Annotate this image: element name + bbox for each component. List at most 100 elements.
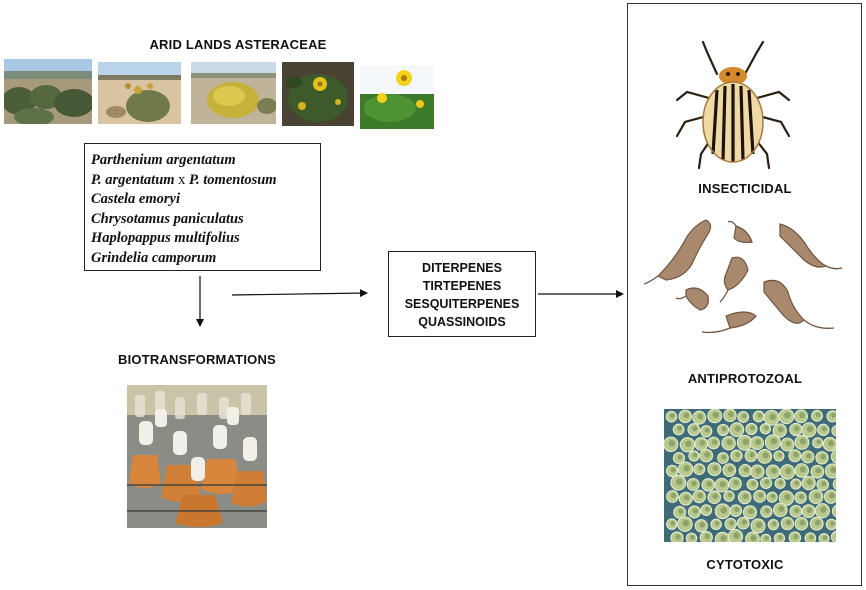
species-hybrid-parent-a: P. argentatum (91, 171, 179, 188)
cell-nucleus (822, 535, 828, 540)
cell-nucleus (784, 493, 791, 501)
cell-nucleus (785, 440, 792, 447)
cell-nucleus (785, 467, 792, 475)
biotransformation-flasks-photo (127, 385, 267, 528)
species-item: Chrysotamus paniculatus (91, 210, 244, 227)
cell-nucleus (668, 440, 676, 447)
cell-nucleus (777, 426, 784, 433)
cell-nucleus (806, 425, 814, 433)
cell-nucleus (670, 467, 676, 473)
cell-nucleus (741, 413, 747, 419)
cell-nucleus (692, 425, 698, 432)
cell-nucleus (793, 452, 799, 458)
cell-nucleus (778, 535, 783, 540)
cell-nucleus (770, 437, 778, 445)
cell-nucleus (675, 534, 681, 540)
compound-item: TIRTEPENES (422, 279, 502, 293)
cell-nucleus (675, 478, 683, 486)
cell-nucleus (764, 479, 770, 485)
cell-nucleus (769, 413, 776, 421)
cell-nucleus (726, 439, 733, 446)
cell-nucleus (770, 467, 778, 474)
cell (831, 425, 836, 437)
cell-nucleus (755, 521, 763, 529)
cell-nucleus (729, 520, 735, 526)
cell-nucleus (699, 522, 706, 528)
cell (830, 449, 836, 464)
cell-nucleus (778, 505, 785, 512)
cell-nucleus (670, 520, 676, 526)
cell-nucleus (757, 413, 763, 418)
cell-nucleus (799, 438, 807, 445)
cell-nucleus (677, 454, 683, 460)
cell-nucleus (799, 494, 805, 500)
cell (831, 504, 836, 518)
cell-nucleus (733, 532, 740, 539)
cell-nucleus (827, 440, 834, 447)
cell-nucleus (742, 493, 749, 500)
biological-activity-panel (627, 3, 862, 586)
species-hybrid-parent-b: P. tomentosum (185, 171, 277, 188)
cell-nucleus (697, 413, 704, 420)
cell-nucleus (799, 466, 806, 473)
cell-nucleus (721, 454, 727, 460)
colorado-beetle-image (673, 36, 793, 170)
cell-nucleus (670, 492, 677, 499)
cell-nucleus (830, 521, 835, 526)
cell-nucleus (757, 492, 764, 499)
cell-nucleus (748, 508, 754, 515)
species-hybrid-item: P. argentatum x P. tomentosum (91, 171, 320, 191)
cell-nucleus (821, 426, 827, 432)
cell-nucleus (683, 494, 690, 501)
cell-nucleus (814, 519, 821, 526)
cell-nucleus (799, 412, 805, 419)
cell-nucleus (741, 519, 747, 525)
header-title: ARID LANDS ASTERACEAE (149, 37, 327, 52)
cell-nucleus (813, 492, 821, 499)
cell-nucleus (720, 506, 728, 514)
cell-nucleus (764, 508, 770, 514)
species-item: Parthenium argentatum (91, 152, 236, 168)
species-item: Haplopappus multifolius (91, 230, 240, 247)
cell-nucleus (742, 438, 750, 446)
cell-nucleus (683, 464, 690, 472)
plant-photo-yellow-flowers-dark (282, 62, 354, 126)
cell-nucleus (749, 425, 755, 431)
cell-nucleus (712, 493, 719, 500)
cell-nucleus (692, 508, 699, 514)
cell-nucleus (821, 481, 827, 487)
cell-nucleus (683, 412, 690, 419)
cell-nucleus (815, 412, 821, 418)
activity-label-insecticidal: INSECTICIDAL (698, 181, 792, 196)
cell-nucleus (734, 452, 741, 458)
cell-nucleus (699, 440, 706, 446)
trypanosome-parasites-image (640, 212, 850, 352)
biotransformations-label: BIOTRANSFORMATIONS (118, 352, 276, 367)
cell-nucleus (734, 425, 741, 432)
compound-classes-box: DITERPENES TIRTEPENES SESQUITERPENES QUA… (388, 251, 536, 337)
cell-nucleus (670, 413, 675, 419)
cell-nucleus (750, 534, 757, 542)
cell-nucleus (720, 535, 727, 542)
activity-label-antiprotozoal: ANTIPROTOZOAL (687, 371, 803, 386)
cell-nucleus (808, 534, 814, 540)
cell (832, 478, 836, 490)
cell-nucleus (806, 479, 813, 486)
cell-nucleus (727, 492, 733, 498)
plant-photo-yellow-shrub (98, 62, 181, 124)
cell-nucleus (711, 439, 718, 445)
cell-nucleus (799, 519, 806, 526)
cell-nucleus (755, 439, 761, 445)
cell-nucleus (764, 535, 769, 541)
cell-nucleus (806, 507, 813, 514)
cell-nucleus (793, 534, 799, 540)
cell-nucleus (691, 480, 697, 487)
cell-nucleus (770, 493, 776, 499)
cell-nucleus (728, 411, 734, 418)
compound-item: SESQUITERPENES (404, 297, 520, 311)
cell-nucleus (820, 454, 826, 460)
cell-nucleus (755, 467, 762, 474)
cell-nucleus (727, 466, 734, 472)
plant-photo-desert-shrubland (4, 59, 92, 124)
cell-nucleus (829, 492, 835, 499)
